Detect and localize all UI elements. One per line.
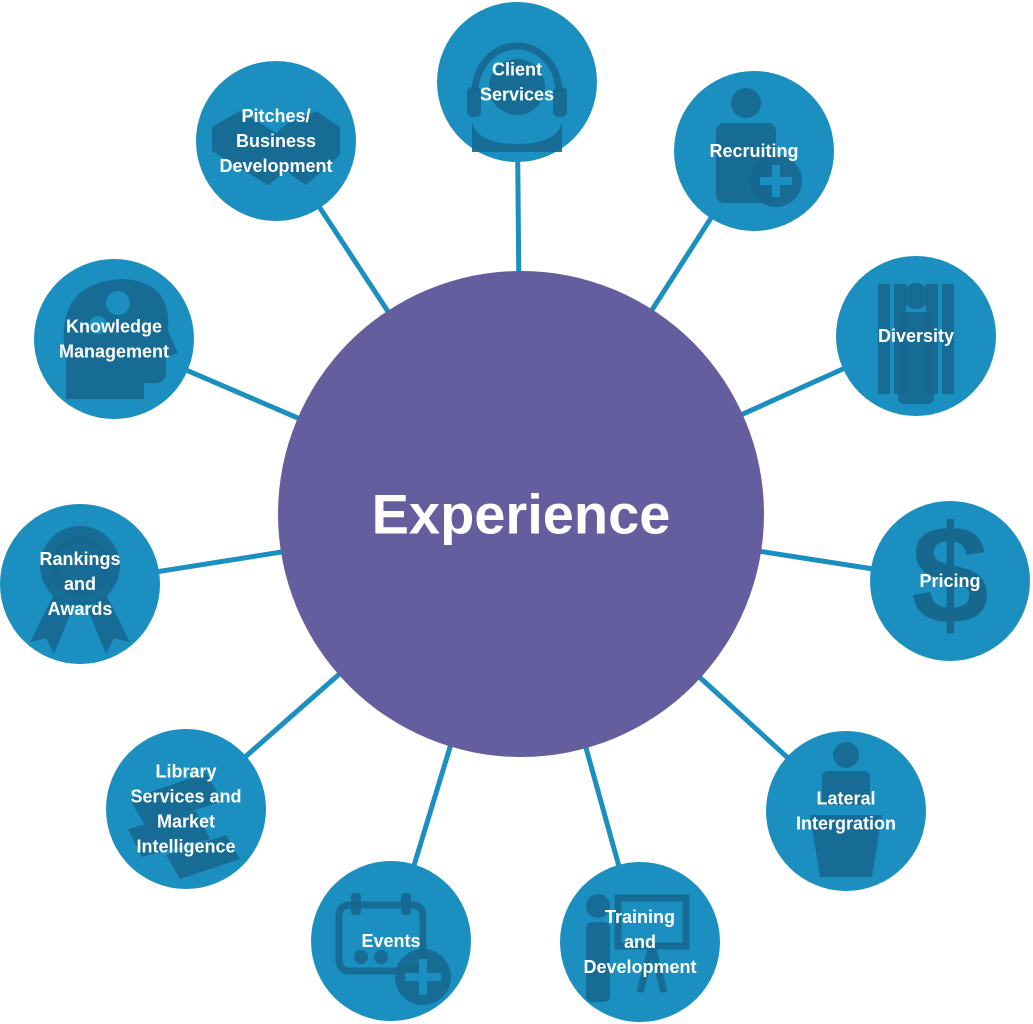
svg-text:$: $ (911, 496, 989, 653)
node-circle-lateral-intergration[interactable] (766, 731, 926, 891)
node-label-recruiting: Recruiting (709, 141, 798, 161)
node-label-line: Pricing (919, 571, 980, 591)
dollar-icon: $ (911, 496, 989, 653)
spokes (154, 157, 876, 870)
people-icon (878, 283, 954, 404)
node-label-line: Diversity (878, 326, 954, 346)
node-label-line: and (624, 932, 656, 952)
spoke-diversity (737, 364, 848, 419)
node-label-line: Services and (130, 787, 241, 807)
node-label-line: Training (605, 907, 675, 927)
spoke-recruiting (647, 213, 716, 315)
node-label-line: Events (361, 931, 420, 951)
node-label-line: Lateral (816, 789, 875, 809)
node-label-line: Pitches/ (241, 106, 310, 126)
node-label-line: Library (155, 762, 216, 782)
node-label-line: Management (59, 342, 169, 362)
node-label-events: Events (361, 931, 420, 951)
node-label-diversity: Diversity (878, 326, 954, 346)
node-circle-pricing[interactable] (870, 501, 1030, 661)
node-label-line: Knowledge (66, 317, 162, 337)
spoke-client-services (515, 157, 522, 276)
node-label-pricing: Pricing (919, 571, 980, 591)
spoke-lateral-intergration (695, 673, 792, 762)
award-ribbon-icon (30, 526, 130, 654)
node-label-line: Intergration (796, 814, 896, 834)
handshake-icon (212, 111, 340, 185)
calendar-add-icon (335, 893, 451, 1005)
node-recruiting[interactable]: Recruiting (674, 71, 834, 231)
center-label: Experience (372, 483, 671, 546)
center-circle (278, 271, 764, 757)
headset-icon (467, 42, 567, 152)
node-label-line: Development (219, 156, 332, 176)
node-label-line: Intelligence (136, 837, 235, 857)
node-label-line: and (64, 574, 96, 594)
speaker-podium-icon (810, 742, 882, 877)
spoke-rankings-and-awards (154, 548, 286, 575)
presentation-icon (586, 894, 690, 1002)
node-label-line: Market (157, 812, 215, 832)
spoke-events (410, 741, 454, 870)
spoke-knowledge-management (182, 366, 303, 422)
node-label-line: Services (480, 85, 554, 105)
spoke-pitches-business-development (315, 203, 392, 316)
spoke-pricing (756, 548, 876, 572)
node-label-line: Business (236, 131, 316, 151)
node-label-line: Client (492, 60, 542, 80)
node-pricing[interactable]: $Pricing (870, 496, 1030, 661)
node-label-line: Awards (48, 599, 113, 619)
person-add-icon (716, 88, 802, 207)
spoke-library-services (241, 670, 344, 761)
node-label-line: Rankings (39, 549, 120, 569)
node-label-line: Recruiting (709, 141, 798, 161)
node-events[interactable]: Events (311, 861, 471, 1021)
node-diversity[interactable]: Diversity (836, 256, 996, 416)
books-icon (128, 773, 240, 879)
head-gears-icon (63, 279, 178, 399)
node-label-line: Development (583, 957, 696, 977)
spoke-training-and-development (582, 743, 623, 870)
